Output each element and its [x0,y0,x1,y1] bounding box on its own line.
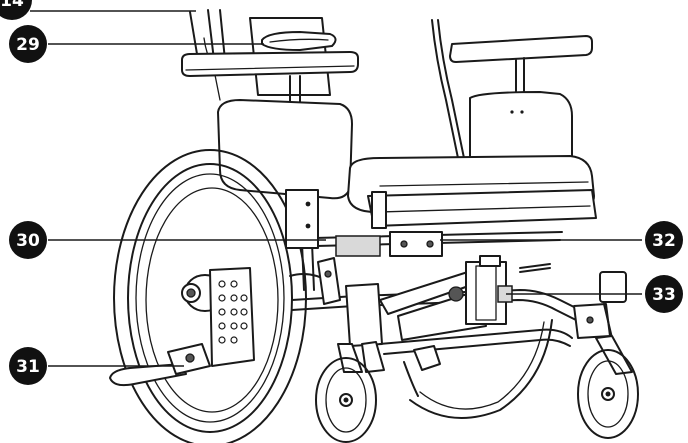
brake-mount [317,257,341,305]
axle-plate [209,267,255,367]
armrest-right [449,35,593,63]
armrest-left [181,51,359,77]
caster-wheel-left [315,357,377,443]
lower-frame [379,328,573,345]
armrest-pad [261,31,337,51]
side-frame-tube [291,289,601,321]
backrest-cane-right [431,19,459,159]
step-number: 14 [0,0,24,11]
seat-base [367,189,597,227]
tilt-mechanism [379,255,513,341]
callout-label-30: 30 [16,231,40,251]
callout-31: 31 [9,347,184,385]
caster-wheel-right [577,349,639,439]
callout-29: 29 [9,25,264,63]
step-badge: 14 [0,0,196,20]
callout-label-31: 31 [16,357,40,377]
wheelchair-drawing [109,9,639,443]
rear-wheel-right [409,319,553,419]
callout-label-33: 33 [652,285,676,305]
side-pad-right [469,91,573,161]
callout-32: 32 [440,221,683,259]
callout-33: 33 [506,275,683,313]
caster-fork-right [595,335,633,375]
callout-label-29: 29 [16,35,40,55]
callout-30: 30 [9,221,326,259]
front-post [345,283,383,347]
callout-label-32: 32 [652,231,676,251]
